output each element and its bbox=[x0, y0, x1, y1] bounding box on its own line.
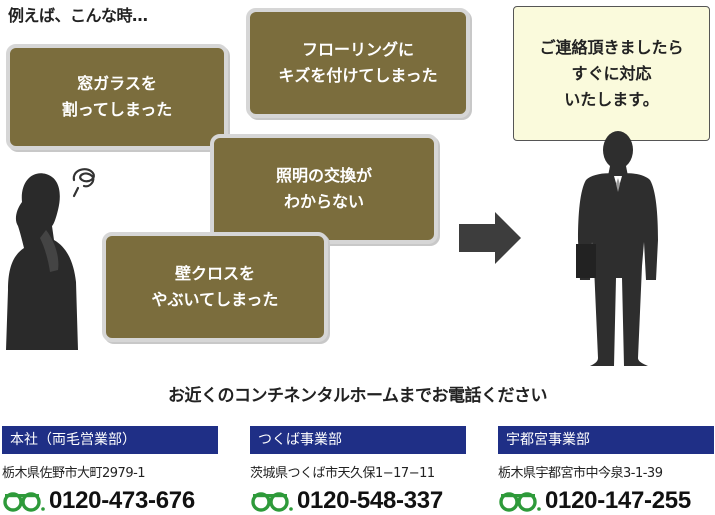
freedial-icon bbox=[499, 492, 541, 512]
freedial-icon bbox=[3, 492, 45, 512]
office-card: 宇都宮事業部 栃木県宇都宮市中今泉3-1-39 0120-147-255 bbox=[498, 426, 714, 515]
response-text: すぐに対応 bbox=[571, 63, 652, 83]
office-name: つくば事業部 bbox=[250, 426, 466, 454]
problem-text: キズを付けてしまった bbox=[278, 66, 438, 85]
worried-woman-silhouette bbox=[6, 173, 78, 350]
call-to-action: お近くのコンチネンタルホームまでお電話ください bbox=[168, 386, 548, 406]
intro-heading: 例えば、こんな時… bbox=[8, 6, 148, 25]
problem-bubble-wallpaper: 壁クロスを やぶいてしまった bbox=[102, 232, 328, 342]
problem-text: 窓ガラスを bbox=[77, 74, 157, 93]
problem-text: わからない bbox=[283, 192, 364, 211]
problem-text: 照明の交換が bbox=[275, 166, 372, 185]
office-name: 本社（両毛営業部） bbox=[2, 426, 218, 454]
response-text: ご連絡頂きましたら bbox=[539, 37, 684, 57]
problem-text: 割ってしまった bbox=[61, 100, 173, 119]
office-card: つくば事業部 茨城県つくば市天久保1−17−11 0120-548-337 bbox=[250, 426, 466, 515]
office-address: 栃木県宇都宮市中今泉3-1-39 bbox=[498, 466, 663, 481]
office-phone[interactable]: 0120-548-337 bbox=[297, 487, 443, 514]
office-name: 宇都宮事業部 bbox=[498, 426, 714, 454]
worry-scribble-icon bbox=[72, 168, 95, 198]
problem-bubble-flooring: フローリングに キズを付けてしまった bbox=[246, 8, 470, 118]
office-address: 茨城県つくば市天久保1−17−11 bbox=[250, 466, 435, 481]
office-phone[interactable]: 0120-473-676 bbox=[49, 487, 195, 514]
arrow-right-icon bbox=[459, 212, 521, 264]
office-phone[interactable]: 0120-147-255 bbox=[545, 487, 691, 514]
problem-text: フローリングに bbox=[301, 40, 414, 59]
office-address: 栃木県佐野市大町2979-1 bbox=[2, 466, 146, 481]
office-card: 本社（両毛営業部） 栃木県佐野市大町2979-1 0120-473-676 bbox=[2, 426, 218, 515]
response-text: いたします。 bbox=[564, 89, 659, 109]
problem-bubble-window: 窓ガラスを 割ってしまった bbox=[6, 44, 228, 150]
freedial-icon bbox=[251, 492, 293, 512]
response-box: ご連絡頂きましたら すぐに対応 いたします。 bbox=[513, 6, 710, 141]
businessman-silhouette bbox=[576, 131, 658, 366]
problem-bubble-lighting: 照明の交換が わからない bbox=[210, 134, 438, 244]
problem-text: 壁クロスを bbox=[174, 264, 255, 283]
problem-text: やぶいてしまった bbox=[151, 290, 279, 309]
